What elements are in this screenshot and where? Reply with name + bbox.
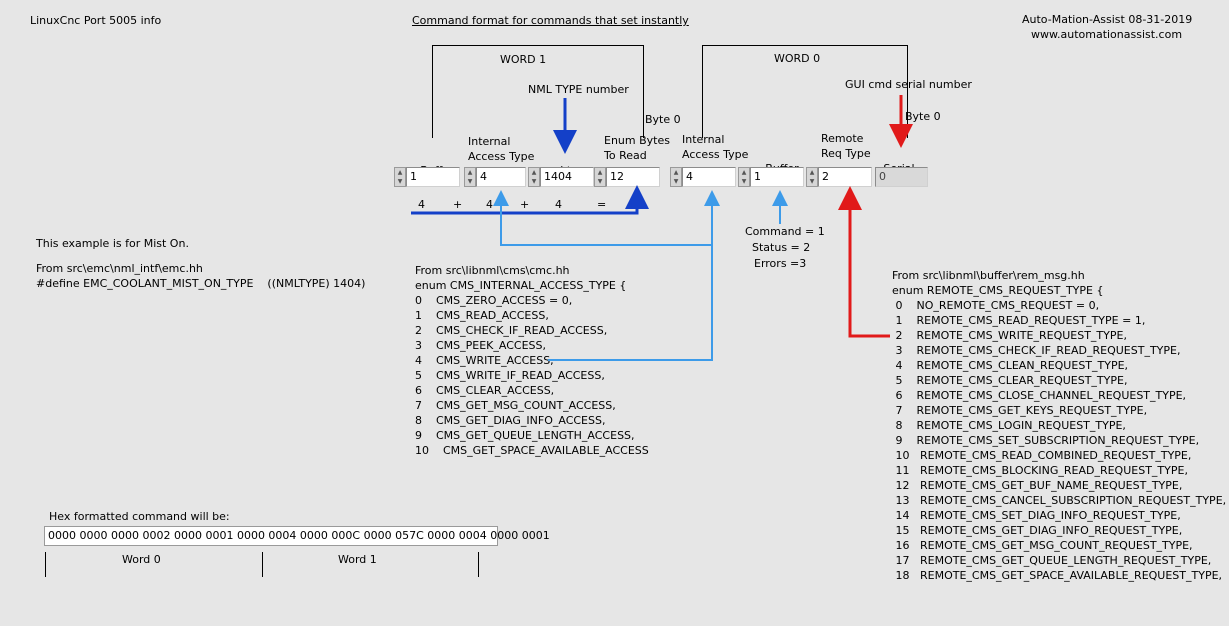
list-item: 4 CMS_WRITE_ACCESS, [415,354,554,367]
stepper-arrows-icon[interactable]: ▲▼ [738,167,750,187]
remote-req-arrow [838,186,890,338]
list-item: 8 REMOTE_CMS_LOGIN_REQUEST_TYPE, [892,419,1126,432]
hex-word1-label: Word 1 [338,553,377,566]
serial-indicator: 0 [875,167,928,187]
stepper-arrows-icon[interactable]: ▲▼ [394,167,406,187]
stepper-arrows-icon[interactable]: ▲▼ [806,167,818,187]
gui-cmd-serial-label: GUI cmd serial number [845,78,972,91]
byte0-left-label: Byte 0 [645,113,681,126]
word1-label: WORD 1 [500,53,547,66]
sum-arrow [411,185,649,215]
nml-type-number-label: NML TYPE number [528,83,629,96]
rem-from: From src\libnml\buffer\rem_msg.hh [892,269,1085,282]
list-item: 9 REMOTE_CMS_SET_SUBSCRIPTION_REQUEST_TY… [892,434,1200,447]
list-item: 8 CMS_GET_DIAG_INFO_ACCESS, [415,414,606,427]
cmc-enum-list: From src\libnml\cms\cmc.hh enum CMS_INTE… [415,263,649,458]
nml-type-input[interactable]: 1404 [540,167,594,187]
internal-access-1-input[interactable]: 4 [476,167,526,187]
list-item: 3 CMS_PEEK_ACCESS, [415,339,546,352]
internal-access-1-control[interactable]: ▲▼ 4 [464,167,526,187]
example-from: From src\emc\nml_intf\emc.hh [36,262,203,275]
enum-bytes-control[interactable]: ▲▼ 12 [594,167,660,187]
list-item: 3 REMOTE_CMS_CHECK_IF_READ_REQUEST_TYPE, [892,344,1181,357]
list-item: 10 CMS_GET_SPACE_AVAILABLE_ACCESS [415,444,649,457]
stepper-arrows-icon[interactable]: ▲▼ [528,167,540,187]
code-command: Command = 1 [745,225,825,238]
word0-bracket [702,45,908,138]
list-item: 0 CMS_ZERO_ACCESS = 0, [415,294,573,307]
list-item: 0 NO_REMOTE_CMS_REQUEST = 0, [892,299,1100,312]
rem-enum-list: From src\libnml\buffer\rem_msg.hh enum R… [892,268,1226,583]
hex-command-output[interactable]: 0000 0000 0000 0002 0000 0001 0000 0004 … [44,526,550,546]
list-item: 4 REMOTE_CMS_CLEAN_REQUEST_TYPE, [892,359,1129,372]
hex-word0-label: Word 0 [122,553,161,566]
access-type-arrow-1 [493,190,712,246]
list-item: 12 REMOTE_CMS_GET_BUF_NAME_REQUEST_TYPE, [892,479,1183,492]
sum-plus-1: + [453,198,463,211]
author-date: Auto-Mation-Assist 08-31-2019 [1022,13,1193,26]
list-item: 9 CMS_GET_QUEUE_LENGTH_ACCESS, [415,429,635,442]
buffer-0-control[interactable]: ▲▼ 1 [738,167,804,187]
sum-b: 4 [486,198,493,211]
list-item: 5 CMS_WRITE_IF_READ_ACCESS, [415,369,605,382]
sum-equals: = [597,198,607,211]
list-item: 17 REMOTE_CMS_GET_QUEUE_LENGTH_REQUEST_T… [892,554,1212,567]
list-item: 2 REMOTE_CMS_WRITE_REQUEST_TYPE, [892,329,1127,342]
nml-type-control[interactable]: ▲▼ 1404 [528,167,594,187]
list-item: 6 REMOTE_CMS_CLOSE_CHANNEL_REQUEST_TYPE, [892,389,1187,402]
stepper-arrows-icon[interactable]: ▲▼ [594,167,606,187]
list-item: 7 REMOTE_CMS_GET_KEYS_REQUEST_TYPE, [892,404,1148,417]
list-item: 6 CMS_CLEAR_ACCESS, [415,384,555,397]
sum-a: 4 [418,198,425,211]
word1-bracket [432,45,644,138]
format-title: Command format for commands that set ins… [412,14,689,27]
stepper-arrows-icon[interactable]: ▲▼ [670,167,682,187]
internal-access-0-control[interactable]: ▲▼ 4 [670,167,736,187]
access-type-arrow-0 [548,190,720,361]
rem-enum-header: enum REMOTE_CMS_REQUEST_TYPE { [892,284,1104,297]
internal-access-0-input[interactable]: 4 [682,167,736,187]
buffer-1-control[interactable]: ▲▼ 1 [394,167,460,187]
sum-c: 4 [555,198,562,211]
page-title: LinuxCnc Port 5005 info [30,14,162,27]
hex-divider-left [45,552,46,577]
buffer-1-input[interactable]: 1 [406,167,460,187]
list-item: 7 CMS_GET_MSG_COUNT_ACCESS, [415,399,616,412]
list-item: 2 CMS_CHECK_IF_READ_ACCESS, [415,324,608,337]
byte0-right-label: Byte 0 [905,110,941,123]
list-item: 11 REMOTE_CMS_BLOCKING_READ_REQUEST_TYPE… [892,464,1188,477]
list-item: 1 REMOTE_CMS_READ_REQUEST_TYPE = 1, [892,314,1146,327]
list-item: 10 REMOTE_CMS_READ_COMBINED_REQUEST_TYPE… [892,449,1192,462]
cmc-from: From src\libnml\cms\cmc.hh [415,264,570,277]
website: www.automationassist.com [1031,28,1183,41]
hex-label: Hex formatted command will be: [49,510,230,523]
buffer-0-input[interactable]: 1 [750,167,804,187]
hex-divider-right [478,552,479,577]
example-note: This example is for Mist On. [36,237,189,250]
stepper-arrows-icon[interactable]: ▲▼ [464,167,476,187]
code-errors: Errors =3 [754,257,807,270]
cmc-enum-header: enum CMS_INTERNAL_ACCESS_TYPE { [415,279,627,292]
code-status: Status = 2 [752,241,811,254]
list-item: 14 REMOTE_CMS_SET_DIAG_INFO_REQUEST_TYPE… [892,509,1181,522]
list-item: 5 REMOTE_CMS_CLEAR_REQUEST_TYPE, [892,374,1128,387]
hex-divider-mid [262,552,263,577]
word0-label: WORD 0 [774,52,821,65]
remote-req-type-control[interactable]: ▲▼ 2 [806,167,872,187]
sum-plus-2: + [520,198,530,211]
serial-value: 0 [875,167,928,187]
list-item: 16 REMOTE_CMS_GET_MSG_COUNT_REQUEST_TYPE… [892,539,1193,552]
example-define: #define EMC_COOLANT_MIST_ON_TYPE ((NMLTY… [36,277,366,290]
enum-bytes-input[interactable]: 12 [606,167,660,187]
list-item: 13 REMOTE_CMS_CANCEL_SUBSCRIPTION_REQUES… [892,494,1227,507]
list-item: 1 CMS_READ_ACCESS, [415,309,549,322]
list-item: 18 REMOTE_CMS_GET_SPACE_AVAILABLE_REQUES… [892,569,1223,582]
list-item: 15 REMOTE_CMS_GET_DIAG_INFO_REQUEST_TYPE… [892,524,1183,537]
